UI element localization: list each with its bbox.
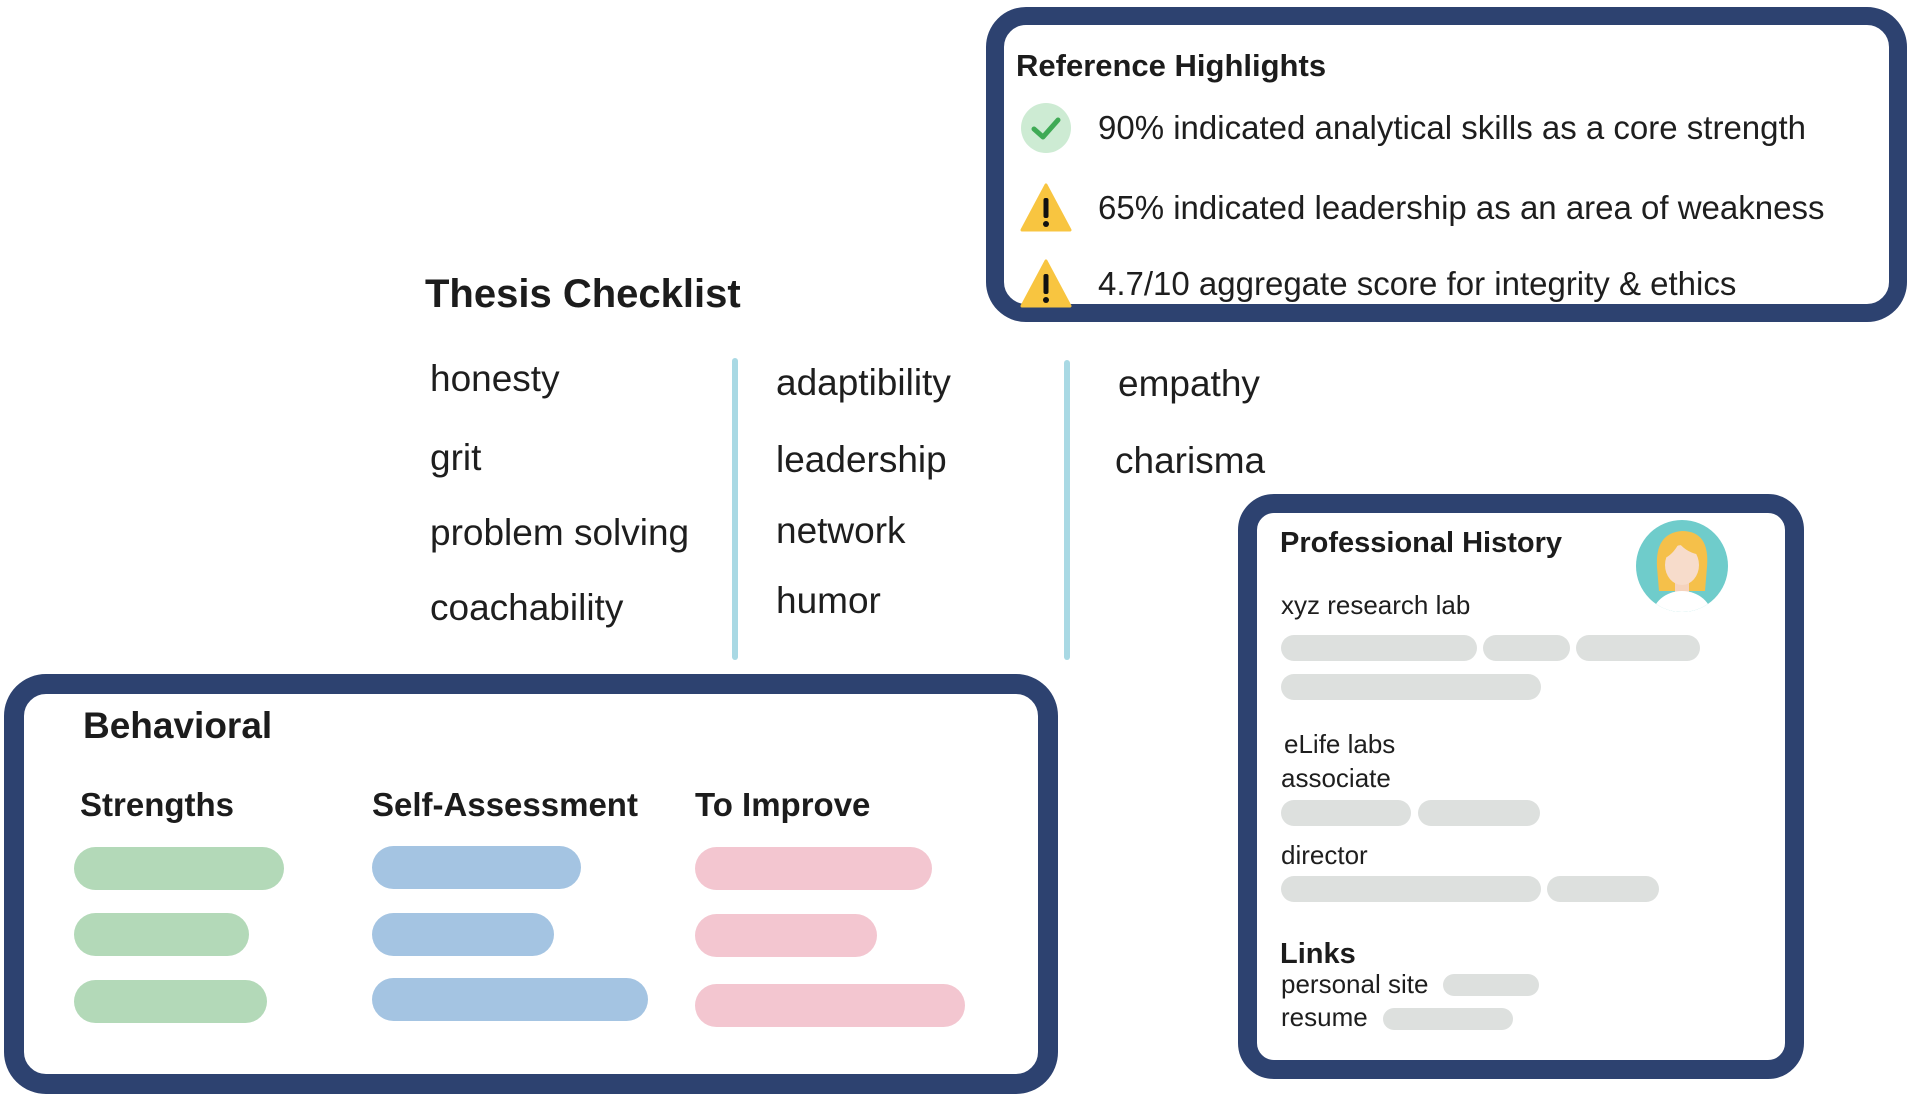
link-personal-site[interactable]: personal site — [1281, 969, 1429, 999]
to-improve-placeholder-bar — [695, 914, 877, 957]
placeholder-bar — [1547, 876, 1659, 902]
check-circle-icon — [1021, 103, 1071, 153]
avatar — [1636, 520, 1728, 612]
strengths-header: Strengths — [80, 786, 235, 823]
placeholder-bar — [1281, 800, 1411, 826]
behavioral-title: Behavioral — [83, 705, 273, 746]
self-assessment-placeholder-bar — [372, 978, 648, 1021]
placeholder-bar — [1443, 974, 1539, 996]
placeholder-bar — [1281, 674, 1541, 700]
placeholder-bar — [1576, 635, 1700, 661]
checklist-item: leadership — [776, 439, 947, 480]
reference-highlight-text: 65% indicated leadership as an area of w… — [1098, 189, 1825, 226]
professional-history-title: Professional History — [1280, 527, 1563, 559]
placeholder-bar — [1483, 635, 1570, 661]
organization-name: eLife labs — [1284, 729, 1396, 759]
warning-icon — [1020, 259, 1072, 308]
to-improve-header: To Improve — [695, 786, 871, 823]
warning-icon — [1020, 183, 1072, 232]
placeholder-bar — [1418, 800, 1540, 826]
role-name: director — [1281, 840, 1368, 870]
reference-highlight-item: 4.7/10 aggregate score for integrity & e… — [1020, 254, 1736, 314]
checklist-item: network — [776, 510, 906, 551]
organization-name: xyz research lab — [1281, 590, 1471, 620]
link-resume[interactable]: resume — [1281, 1002, 1368, 1032]
self-assessment-header: Self-Assessment — [372, 786, 638, 823]
strength-placeholder-bar — [74, 980, 267, 1023]
checklist-item: honesty — [430, 358, 560, 399]
reference-highlight-text: 4.7/10 aggregate score for integrity & e… — [1098, 265, 1737, 302]
checklist-item: empathy — [1118, 363, 1260, 404]
checklist-item: grit — [430, 437, 482, 478]
checklist-item: coachability — [430, 587, 624, 628]
to-improve-placeholder-bar — [695, 984, 965, 1027]
self-assessment-placeholder-bar — [372, 846, 581, 889]
placeholder-bar — [1281, 876, 1541, 902]
checklist-item: charisma — [1115, 440, 1266, 481]
reference-highlight-item: 90% indicated analytical skills as a cor… — [1020, 98, 1806, 158]
checklist-item: adaptibility — [776, 362, 951, 403]
reference-highlight-text: 90% indicated analytical skills as a cor… — [1098, 109, 1807, 146]
strength-placeholder-bar — [74, 847, 284, 890]
column-divider — [732, 358, 738, 660]
reference-highlights-title: Reference Highlights — [1016, 48, 1327, 83]
reference-highlight-item: 65% indicated leadership as an area of w… — [1020, 178, 1824, 238]
reference-highlights-card — [986, 7, 1907, 322]
placeholder-bar — [1281, 635, 1477, 661]
checklist-item: problem solving — [430, 512, 690, 553]
self-assessment-placeholder-bar — [372, 913, 554, 956]
strength-placeholder-bar — [74, 913, 249, 956]
column-divider — [1064, 360, 1070, 660]
placeholder-bar — [1383, 1008, 1513, 1030]
role-name: associate — [1281, 763, 1391, 793]
checklist-item: humor — [776, 580, 881, 621]
links-title: Links — [1280, 938, 1356, 970]
to-improve-placeholder-bar — [695, 847, 932, 890]
thesis-checklist-title: Thesis Checklist — [425, 272, 741, 316]
